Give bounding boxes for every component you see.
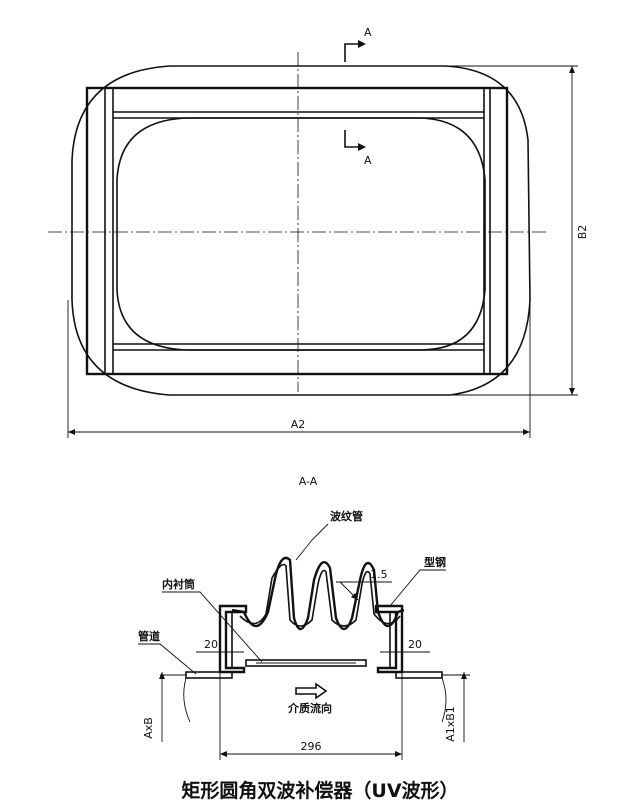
bellows-profile <box>231 556 405 631</box>
dim-a2: A2 <box>67 300 531 438</box>
dim-right-size-label: A1xB1 <box>444 706 457 742</box>
dim-right-flange-label: 20 <box>408 638 422 651</box>
label-pipe: 管道 <box>138 629 160 643</box>
dim-left-size-label: AxB <box>142 717 155 739</box>
label-bellows: 波纹管 <box>330 509 363 523</box>
section-marker-top: A <box>344 26 372 62</box>
inner-liner <box>245 659 367 667</box>
flow-arrow <box>295 682 328 700</box>
dim-right-size: A1xB1 <box>444 672 467 742</box>
section-title: A-A <box>299 475 318 488</box>
top-view: A A B2 A2 <box>48 26 589 438</box>
label-bellows-group: 波纹管 <box>295 509 363 561</box>
flow-direction-group: 介质流向 <box>287 682 332 715</box>
figure-caption: 矩形圆角双波补偿器（UV波形） <box>181 780 459 802</box>
section-marker-bottom-label: A <box>364 154 372 167</box>
dim-left-flange-label: 20 <box>204 638 218 651</box>
frame-outer <box>85 86 509 376</box>
label-liner: 内衬筒 <box>162 577 195 591</box>
dim-thickness-group: 1.5 <box>336 568 392 601</box>
inner-opening-outline <box>116 117 486 351</box>
dim-right-flange: 20 <box>380 638 430 658</box>
label-liner-group: 内衬筒 <box>162 577 263 663</box>
dim-a2-label: A2 <box>291 418 306 431</box>
dim-left-flange: 20 <box>196 638 244 658</box>
right-angle-steel <box>374 604 404 674</box>
label-steel-group: 型钢 <box>389 555 446 607</box>
dim-b2: B2 <box>450 65 589 396</box>
section-marker-bottom: A <box>344 130 372 167</box>
label-flow: 介质流向 <box>287 701 332 715</box>
dim-b2-label: B2 <box>576 225 589 240</box>
section-view: A-A 波纹管 内衬筒 型钢 <box>138 475 470 760</box>
dim-thickness: 1.5 <box>370 568 388 581</box>
label-pipe-group: 管道 <box>138 629 197 675</box>
outer-bellows-outline <box>71 65 531 396</box>
section-marker-top-label: A <box>364 26 372 39</box>
label-steel: 型钢 <box>424 555 446 569</box>
dim-length: 296 <box>219 672 403 760</box>
dim-left-size: AxB <box>142 672 165 742</box>
dim-length-label: 296 <box>301 740 322 753</box>
